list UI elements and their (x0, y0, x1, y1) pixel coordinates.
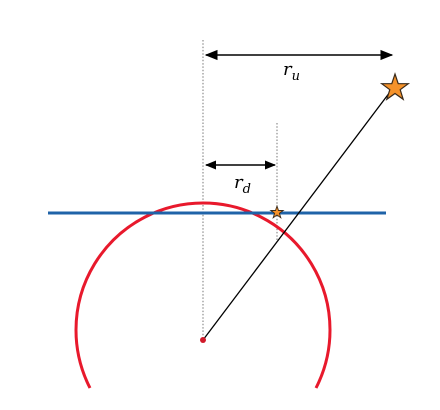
center-point (200, 337, 206, 343)
circle-arc (74, 201, 332, 389)
rd-label: rd (234, 172, 251, 197)
star-icon (379, 72, 411, 101)
ru-label: ru (283, 59, 300, 84)
small-star-icon (269, 204, 285, 219)
sight-line (202, 87, 394, 341)
